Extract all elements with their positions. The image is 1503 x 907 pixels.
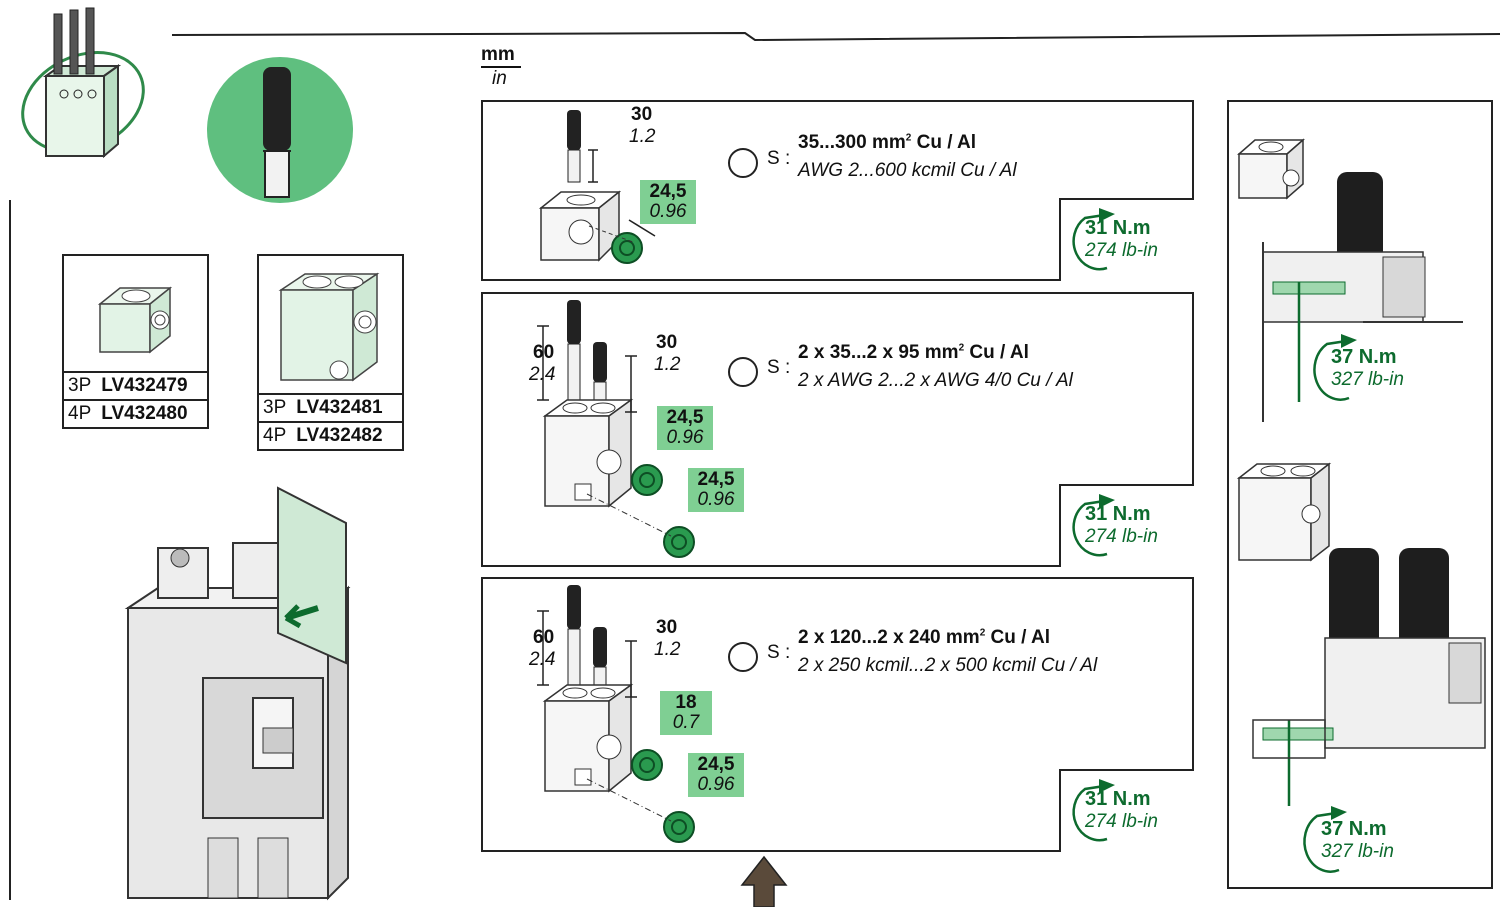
spec-main: 2 x 120...2 x 240 mm [798,627,980,648]
screw-dim-mm: 24,5 [666,407,704,428]
torque-lbin: 274 lb-in [1085,526,1158,547]
part-row: 4P LV432482 [259,421,402,449]
cable-end-icon [207,57,353,203]
circuit-breaker-illustration [124,486,351,901]
section-s-label: S : [767,642,791,663]
spec-sup: 2 [905,132,912,144]
spec-sup: 2 [958,342,965,354]
cable-section-circle-icon [728,148,758,178]
height-in: 2.4 [529,364,556,385]
part-row: 3P LV432481 [259,393,402,421]
cable-section-circle-icon [728,642,758,672]
spec-tail: Cu / Al [985,627,1050,648]
torque-nm: 31 N.m [1085,503,1151,525]
strip-length-in: 1.2 [629,126,656,147]
screw-dim-box: 24,5 0.96 [657,406,713,450]
section-s-label: S : [767,357,791,378]
connection-panel-3: 60 2.4 30 1.2 18 0.7 24,5 0.96 S : 2 x 1… [481,577,1194,852]
part-row: 3P LV432479 [64,371,207,399]
cable-section-circle-icon [728,357,758,387]
cable-section-awg-spec: 2 x AWG 2...2 x AWG 4/0 Cu / Al [798,370,1073,391]
torque-arrow-icon [1313,334,1357,401]
top-rule [171,31,1501,42]
section-s-label: S : [767,148,791,169]
unit-in-label: in [492,68,507,89]
cable-section-spec: 2 x 120...2 x 240 mm2 Cu / Al [798,627,1050,649]
strip-length-mm: 30 [631,104,653,125]
part-poles: 3P [263,397,287,418]
part-ref: LV432482 [296,425,383,446]
screw-dim-in: 0.7 [672,712,700,733]
part-ref: LV432480 [101,403,188,424]
tools-connector-icon [21,7,145,159]
torque-box: 31 N.m 274 lb-in [1059,484,1194,567]
screw-dim-mm: 24,5 [697,754,735,775]
part-row: 4P LV432480 [64,399,207,427]
part-card-lv432479: 3P LV432479 4P LV432480 [62,254,209,429]
screw-dim-mm: 24,5 [649,181,687,202]
screw-dim-in: 0.96 [649,201,687,222]
up-arrow-icon [740,855,788,907]
torque-box: 31 N.m 274 lb-in [1059,769,1194,852]
left-rule [9,200,11,900]
spec-main: 35...300 mm [798,132,906,153]
double-lug-screw-diagram [537,300,695,558]
part-card-lv432481: 3P LV432481 4P LV432482 [257,254,404,451]
height-mm: 60 [533,627,555,648]
spec-tail: Cu / Al [911,132,977,153]
strip-length-in: 1.2 [654,354,681,375]
torque-lbin: 327 lb-in [1321,841,1394,862]
unit-divider [481,66,521,68]
part-poles: 4P [68,403,92,424]
connection-panel-2: 60 2.4 30 1.2 24,5 0.96 24,5 0.96 S : 2 … [481,292,1194,567]
strip-length-mm: 30 [656,617,678,638]
height-in: 2.4 [529,649,556,670]
torque-nm: 37 N.m [1331,346,1397,368]
screw-dim-box: 24,5 0.96 [640,180,696,224]
single-lug-mounting-diagram [1237,138,1463,422]
part-poles: 3P [68,375,92,396]
torque-lbin: 327 lb-in [1331,369,1404,390]
torque-nm: 37 N.m [1321,818,1387,840]
torque-arrow-icon [1303,806,1347,873]
strip-length-in: 1.2 [654,639,681,660]
torque-arrow-icon [1072,494,1115,557]
cable-section-spec: 2 x 35...2 x 95 mm2 Cu / Al [798,342,1029,364]
spec-sup: 2 [979,627,986,639]
single-lug-icon [97,286,173,354]
spec-main: 2 x 35...2 x 95 mm [798,342,959,363]
torque-arrow-icon [1072,779,1115,842]
part-ref: LV432481 [296,397,383,418]
cable-section-spec: 35...300 mm2 Cu / Al [798,132,976,154]
part-poles: 4P [263,425,287,446]
screw-dim-box: 24,5 0.96 [688,468,744,512]
lug-screw-diagram [538,110,656,264]
double-lug-icon [278,272,380,382]
screw-dim-in: 0.96 [697,489,735,510]
connection-panel-1: 30 1.2 24,5 0.96 S : 35...300 mm2 Cu / A… [481,100,1194,281]
spec-tail: Cu / Al [964,342,1029,363]
torque-lbin: 274 lb-in [1085,811,1158,832]
torque-lbin: 274 lb-in [1085,240,1158,261]
strip-length-mm: 30 [656,332,678,353]
torque-box: 31 N.m 274 lb-in [1059,198,1194,281]
screw-dim-mm: 18 [675,692,697,713]
cable-section-awg-spec: AWG 2...600 kcmil Cu / Al [798,160,1017,181]
screw-dim-mm: 24,5 [697,469,735,490]
screw-dim-in: 0.96 [666,427,704,448]
mounting-detail-panel: 37 N.m 327 lb-in 37 N.m 327 lb-in [1227,100,1493,889]
torque-arrow-icon [1072,208,1115,271]
double-lug-mounting-diagram [1236,462,1486,806]
torque-nm: 31 N.m [1085,217,1151,239]
screw-dim-box: 24,5 0.96 [688,753,744,797]
screw-dim-box: 18 0.7 [660,691,712,735]
double-lug-screw-diagram [537,585,695,843]
part-ref: LV432479 [101,375,188,396]
unit-mm-label: mm [481,44,515,65]
screw-dim-in: 0.96 [697,774,735,795]
torque-nm: 31 N.m [1085,788,1151,810]
height-mm: 60 [533,342,555,363]
cable-section-awg-spec: 2 x 250 kcmil...2 x 500 kcmil Cu / Al [798,655,1098,676]
